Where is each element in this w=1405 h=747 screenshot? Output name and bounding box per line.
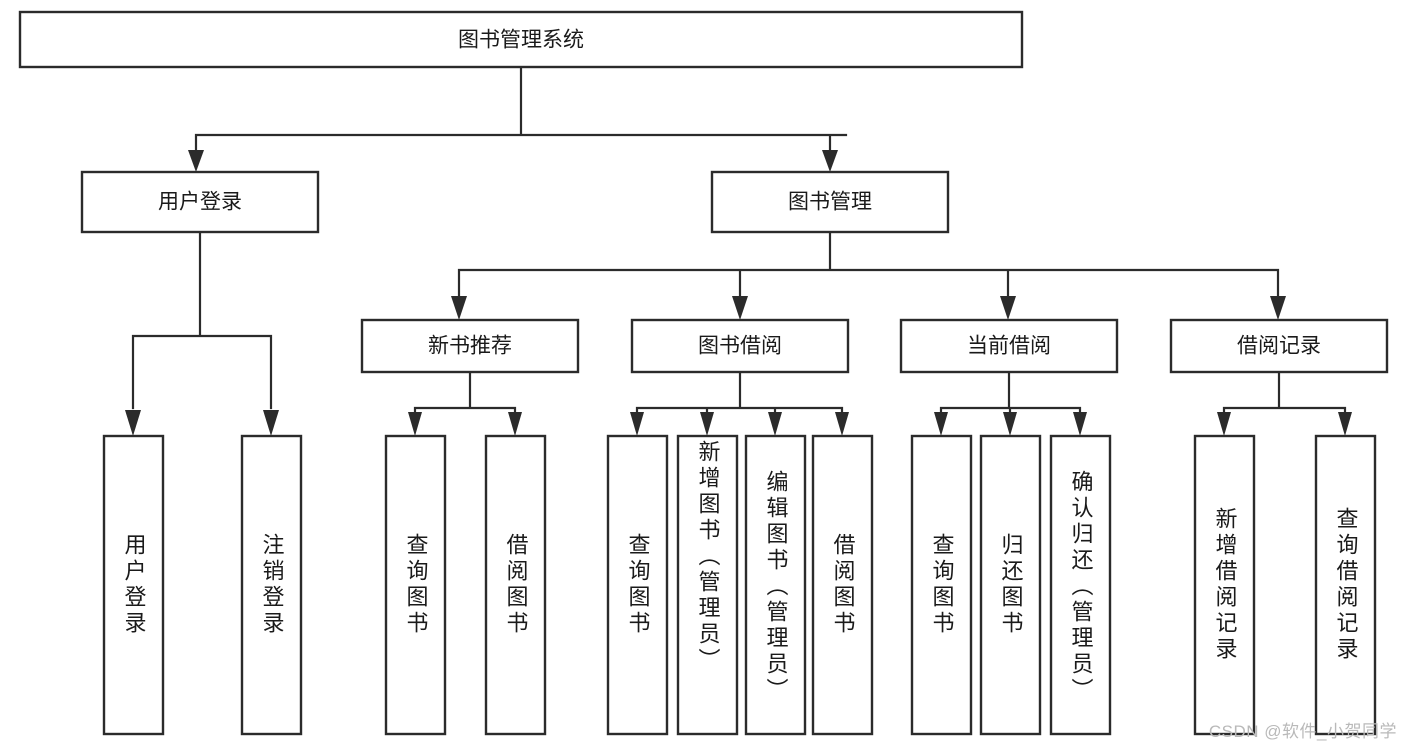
leaf-box-add-book-admin[interactable]	[676, 434, 739, 736]
node-current-borrow-box[interactable]	[899, 318, 1119, 374]
arrow-head-icon	[700, 412, 714, 436]
leaf-box-borrow-book-2[interactable]	[811, 434, 874, 736]
node-user-login-label: 用户登录	[158, 191, 242, 214]
node-root[interactable]: 图书管理系统	[18, 10, 1024, 69]
connector-current-to-leaves	[934, 370, 1087, 436]
node-new-book-recommend-box[interactable]	[360, 318, 580, 374]
arrow-head-icon	[263, 410, 279, 436]
arrow-head-icon	[1338, 412, 1352, 436]
leaf-box-edit-book-admin[interactable]	[744, 434, 807, 736]
arrow-head-icon	[408, 412, 422, 436]
leaf-box-confirm-return-admin[interactable]	[1049, 434, 1112, 736]
node-book-management[interactable]: 图书管理	[710, 170, 950, 234]
arrow-head-icon	[1073, 412, 1087, 436]
arrow-head-icon	[508, 412, 522, 436]
connector-record-to-leaves	[1217, 370, 1352, 436]
connector-root-to-level1	[188, 65, 848, 172]
leaf-box-return-book[interactable]	[979, 434, 1042, 736]
leaf-box-add-record[interactable]	[1193, 434, 1256, 736]
leaf-box-query-book-2[interactable]	[606, 434, 669, 736]
arrow-head-icon	[188, 150, 204, 172]
node-current-borrow[interactable]: 当前借阅	[899, 318, 1119, 374]
leaf-box-query-record[interactable]	[1314, 434, 1377, 736]
node-borrow-record[interactable]: 借阅记录	[1169, 318, 1389, 374]
node-current-borrow-label: 当前借阅	[967, 335, 1051, 358]
arrow-head-icon	[451, 296, 467, 320]
node-book-borrow-label: 图书借阅	[698, 335, 782, 358]
node-user-login[interactable]: 用户登录	[80, 170, 320, 234]
node-book-management-label: 图书管理	[788, 191, 872, 214]
arrow-head-icon	[1003, 412, 1017, 436]
arrow-head-icon	[934, 412, 948, 436]
arrow-head-icon	[822, 150, 838, 172]
leaf-box-query-book-3[interactable]	[910, 434, 973, 736]
arrow-head-icon	[732, 296, 748, 320]
node-root-box[interactable]	[18, 10, 1024, 69]
node-book-borrow-box[interactable]	[630, 318, 850, 374]
node-root-label: 图书管理系统	[458, 29, 584, 52]
node-new-book-recommend[interactable]: 新书推荐	[360, 318, 580, 374]
node-new-book-recommend-label: 新书推荐	[428, 335, 512, 358]
leaf-box-user-login[interactable]	[102, 434, 165, 736]
connector-borrow-to-leaves	[630, 370, 849, 436]
arrow-head-icon	[1000, 296, 1016, 320]
node-borrow-record-label: 借阅记录	[1237, 335, 1321, 358]
node-user-login-box[interactable]	[80, 170, 320, 234]
arrow-head-icon	[1217, 412, 1231, 436]
connector-userlogin-to-leaves	[125, 230, 279, 436]
arrow-head-icon	[630, 412, 644, 436]
connector-newbook-to-leaves	[408, 370, 522, 436]
watermark: CSDN @软件_小贺同学	[1208, 722, 1397, 741]
node-borrow-record-box[interactable]	[1169, 318, 1389, 374]
leaf-box-logout[interactable]	[240, 434, 303, 736]
leaf-box-query-book-1[interactable]	[384, 434, 447, 736]
node-book-borrow[interactable]: 图书借阅	[630, 318, 850, 374]
arrow-head-icon	[835, 412, 849, 436]
arrow-head-icon	[125, 410, 141, 436]
connector-bookmgmt-to-level2	[451, 230, 1286, 320]
arrow-head-icon	[1270, 296, 1286, 320]
arrow-head-icon	[768, 412, 782, 436]
node-book-management-box[interactable]	[710, 170, 950, 234]
leaf-box-borrow-book-1[interactable]	[484, 434, 547, 736]
